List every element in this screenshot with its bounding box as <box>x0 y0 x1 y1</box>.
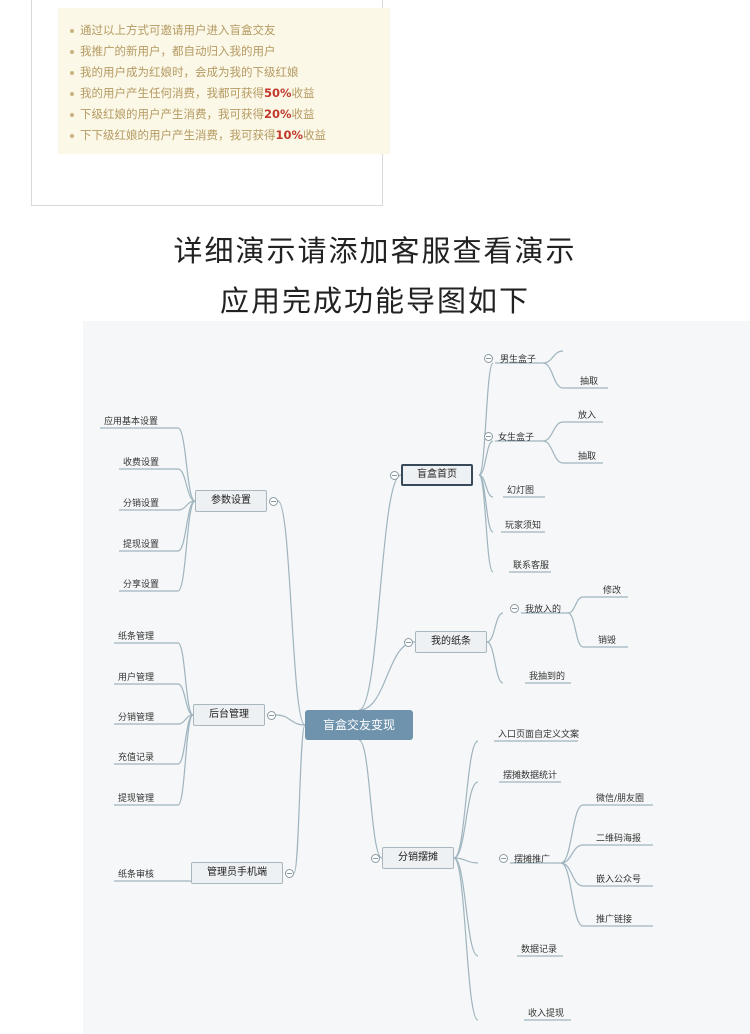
note-line: 通过以上方式可邀请用户进入盲盒交友 <box>70 20 390 41</box>
connector <box>277 500 306 726</box>
connector <box>358 474 402 711</box>
sub-node: 摆摊推广 <box>514 855 551 865</box>
connector <box>478 474 494 573</box>
connector <box>542 362 564 389</box>
leaf-node: 纸条审核 <box>118 870 155 880</box>
connector <box>560 862 584 887</box>
mindmap-links <box>100 350 653 1021</box>
leaf-node: 抽取 <box>580 377 599 387</box>
connector <box>567 612 584 648</box>
collapse-icon[interactable] <box>510 604 519 613</box>
mindmap: 盲盒交友变现 参数设置 后台管理 管理员手机端 应用基本设置 收费设置 分销设置… <box>83 321 750 1034</box>
collapse-icon[interactable] <box>269 497 278 506</box>
leaf-node: 入口页面自定义文案 <box>498 730 580 740</box>
connector <box>453 781 479 859</box>
sub-node: 男生盒子 <box>500 355 537 365</box>
leaf-node: 收入提现 <box>528 1009 565 1019</box>
connector <box>177 468 196 502</box>
sub-node: 我放入的 <box>525 605 562 615</box>
info-card: 通过以上方式可邀请用户进入盲盒交友 我推广的新用户，都自动归入我的用户 我的用户… <box>31 0 390 206</box>
leaf-node: 我抽到的 <box>529 672 566 682</box>
note-line: 我推广的新用户，都自动归入我的用户 <box>70 41 390 62</box>
branch-distribution: 分销摆摊 <box>382 847 454 869</box>
benefit-note: 通过以上方式可邀请用户进入盲盒交友 我推广的新用户，都自动归入我的用户 我的用户… <box>58 8 390 154</box>
leaf-node: 摆摊数据统计 <box>503 771 558 781</box>
collapse-icon[interactable] <box>267 711 276 720</box>
collapse-icon[interactable] <box>484 432 493 441</box>
collapse-icon[interactable] <box>404 638 413 647</box>
leaf-node: 销毁 <box>598 636 617 646</box>
leaf-node: 联系客服 <box>513 561 550 571</box>
leaf-node: 放入 <box>578 411 597 421</box>
connector <box>177 714 194 806</box>
connector <box>560 862 584 927</box>
note-line: 我的用户产生任何消费，我都可获得50%收益 <box>70 83 390 104</box>
connector <box>478 440 494 476</box>
connector <box>293 724 306 874</box>
note-line: 下级红娘的用户产生消费，我可获得20%收益 <box>70 104 390 125</box>
connector <box>478 362 494 476</box>
connector <box>486 612 504 643</box>
connector <box>358 739 383 859</box>
connector <box>560 804 584 864</box>
collapse-icon[interactable] <box>371 854 380 863</box>
collapse-icon[interactable] <box>499 854 508 863</box>
connector <box>453 857 479 957</box>
leaf-node: 幻灯图 <box>507 486 535 496</box>
leaf-node: 玩家须知 <box>505 521 542 531</box>
headline-line2: 应用完成功能导图如下 <box>219 284 530 318</box>
note-line: 我的用户成为红娘时，会成为我的下级红娘 <box>70 62 390 83</box>
connector <box>177 642 194 716</box>
connector <box>542 440 564 464</box>
leaf-node: 嵌入公众号 <box>596 875 642 885</box>
leaf-node: 二维码海报 <box>596 834 642 844</box>
headline-line1: 详细演示请添加客服查看演示 <box>173 234 577 268</box>
branch-param-settings: 参数设置 <box>195 490 267 512</box>
leaf-node: 数据记录 <box>521 945 558 955</box>
branch-home: 盲盒首页 <box>401 464 473 486</box>
connector <box>358 641 416 711</box>
collapse-icon[interactable] <box>285 869 294 878</box>
leaf-node: 修改 <box>603 586 622 596</box>
leaf-node: 分销管理 <box>118 713 155 723</box>
connector <box>177 683 194 716</box>
branch-admin-mobile: 管理员手机端 <box>191 862 283 884</box>
leaf-node: 提现设置 <box>123 540 160 550</box>
leaf-node: 微信/朋友圈 <box>596 794 645 804</box>
leaf-node: 应用基本设置 <box>104 417 159 427</box>
leaf-node: 充值记录 <box>118 753 155 763</box>
sub-node: 女生盒子 <box>498 433 535 443</box>
note-line: 下下级红娘的用户产生消费，我可获得10%收益 <box>70 125 390 146</box>
connector <box>275 714 306 726</box>
leaf-node: 分销设置 <box>123 499 160 509</box>
leaf-node: 抽取 <box>578 452 597 462</box>
connector <box>486 641 504 684</box>
branch-my-notes: 我的纸条 <box>415 631 487 653</box>
leaf-node: 分享设置 <box>123 580 160 590</box>
mindmap-root: 盲盒交友变现 <box>305 710 413 740</box>
leaf-node: 推广链接 <box>596 915 633 925</box>
connector <box>567 596 584 614</box>
leaf-node: 用户管理 <box>118 673 155 683</box>
connector <box>560 844 584 864</box>
connector <box>453 740 479 859</box>
connector <box>177 500 196 592</box>
connector <box>542 350 564 364</box>
leaf-node: 提现管理 <box>118 794 155 804</box>
connector <box>542 421 564 442</box>
leaf-node: 收费设置 <box>123 458 160 468</box>
collapse-icon[interactable] <box>484 354 493 363</box>
connector <box>177 427 196 502</box>
branch-backend: 后台管理 <box>193 704 265 726</box>
collapse-icon[interactable] <box>390 471 399 480</box>
leaf-node: 纸条管理 <box>118 632 155 642</box>
connector <box>453 857 479 1021</box>
connector <box>453 857 479 864</box>
